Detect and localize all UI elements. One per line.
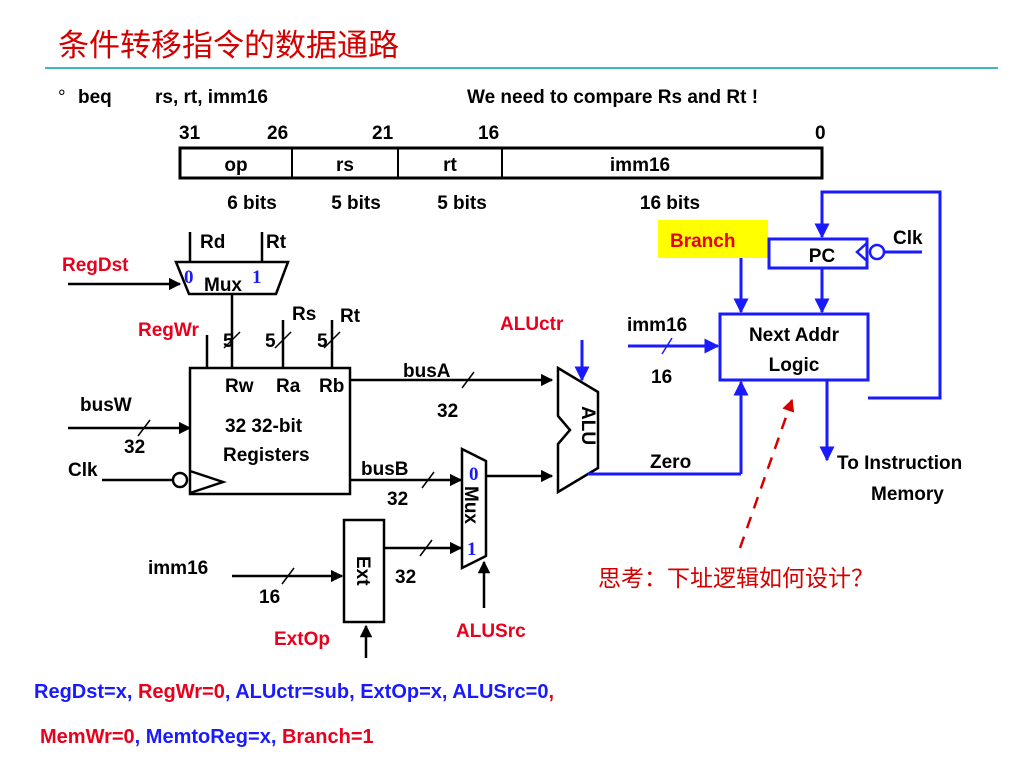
next-addr-line1: Next Addr (749, 325, 840, 346)
field-rs: rs (336, 155, 354, 176)
bit-position: 0 (815, 123, 826, 144)
field-op: op (224, 155, 247, 176)
alusrc-mux: 0 Mux 1 ALUSrc (456, 446, 526, 642)
pc-feedback-wire (814, 190, 942, 400)
control-part: RegDst=x, (34, 681, 138, 703)
bit-position: 26 (267, 123, 288, 144)
ext-body (342, 518, 386, 624)
width-rw: 5 (223, 331, 234, 352)
question-text: 思考：下址逻辑如何设计？ (598, 566, 874, 592)
port-rb: Rb (319, 376, 344, 397)
width-ra: 5 (265, 331, 276, 352)
mux-src-sel0: 0 (469, 464, 479, 485)
page-title: 条件转移指令的数据通路 (58, 28, 399, 64)
alu-label: ALU (577, 406, 598, 445)
busa-label: busA (403, 361, 451, 382)
port-rw: Rw (225, 376, 254, 397)
ext-label: Ext (352, 556, 373, 586)
control-part: , (548, 681, 554, 703)
field-rs-width: 5 bits (331, 193, 381, 214)
bullet: ° (58, 87, 66, 108)
instruction-note: We need to compare Rs and Rt ! (467, 87, 758, 108)
regdst-signal: RegDst (62, 255, 129, 276)
next-addr-logic: Next Addr Logic (718, 312, 870, 382)
to-imem-line1: To Instruction (837, 453, 962, 474)
extender: Ext 32 imm16 16 ExtOp (148, 518, 463, 658)
instruction-format: 31 26 21 16 0 op rs rt imm16 6 bits 5 bi… (178, 123, 826, 214)
ext-out-width: 32 (395, 567, 416, 588)
regfile-label-line1: 32 32-bit (225, 416, 303, 437)
control-summary-line1: RegDst=x, RegWr=0, ALUctr=sub, ExtOp=x, … (34, 681, 554, 703)
bit-position: 16 (478, 123, 499, 144)
alu: ALU ALUctr (500, 314, 600, 495)
port-ra: Ra (276, 376, 301, 397)
instruction-operands: rs, rt, imm16 (155, 87, 268, 108)
pc-register: PC Clk (767, 228, 923, 270)
pc-body (767, 237, 869, 270)
control-summary-line2: MemWr=0, MemtoReg=x, Branch=1 (40, 726, 374, 748)
field-rt: rt (443, 155, 457, 176)
pc-label: PC (809, 246, 836, 267)
next-addr-body (718, 312, 870, 382)
control-part: , ALUctr=sub, ExtOp=x, ALUSrc=0 (225, 681, 549, 703)
busw-label: busW (80, 395, 132, 416)
question-arrow (738, 398, 795, 549)
mux-dst-rt-label: Rt (266, 232, 287, 253)
bit-position: 31 (179, 123, 201, 144)
field-imm16: imm16 (610, 155, 670, 176)
control-part: RegWr=0 (138, 681, 225, 703)
regdst-mux-body (174, 260, 290, 296)
instruction-mnemonic: beq (78, 87, 112, 108)
busb-width: 32 (387, 489, 408, 510)
imm16-ext-label: imm16 (148, 558, 208, 579)
field-imm16-width: 16 bits (640, 193, 700, 214)
busa-width: 32 (437, 401, 458, 422)
mux-dst-sel0: 0 (184, 267, 194, 288)
next-addr-line2: Logic (769, 355, 820, 376)
imm16-ext-width: 16 (259, 587, 280, 608)
control-part: , MemtoReg=x, (135, 726, 282, 748)
register-file-body (188, 366, 352, 496)
mux-dst-label: Mux (204, 275, 242, 296)
field-op-width: 6 bits (227, 193, 277, 214)
bit-position: 21 (372, 123, 394, 144)
regfile-rt-input: Rt (340, 306, 361, 327)
regdst-mux: Rd Rt 0 Mux 1 RegDst (62, 232, 290, 296)
field-rt-width: 5 bits (437, 193, 487, 214)
regfile-label-line2: Registers (223, 445, 310, 466)
regwr-signal: RegWr (138, 320, 199, 341)
control-part: Branch=1 (282, 726, 374, 748)
zero-label: Zero (650, 452, 691, 473)
mux-src-sel1: 1 (467, 539, 477, 560)
width-rb: 5 (317, 331, 328, 352)
mux-dst-sel1: 1 (252, 267, 262, 288)
branch-highlight (658, 220, 768, 258)
control-part: MemWr=0 (40, 726, 135, 748)
busb-label: busB (361, 459, 409, 480)
alu-body (556, 365, 600, 495)
pc-clk-label: Clk (893, 228, 923, 249)
imm16-na-width: 16 (651, 367, 672, 388)
aluctr-signal: ALUctr (500, 314, 564, 335)
pc-clk-bubble (868, 243, 886, 261)
alusrc-mux-body (460, 446, 488, 571)
imm16-na-label: imm16 (627, 315, 687, 336)
regfile-rs-input: Rs (292, 304, 316, 325)
branch-signal: Branch (670, 231, 735, 252)
clk-label: Clk (68, 460, 98, 481)
mux-src-label: Mux (460, 486, 481, 524)
extop-signal: ExtOp (274, 629, 330, 650)
busw-width: 32 (124, 437, 145, 458)
mux-dst-rd-label: Rd (200, 232, 225, 253)
to-imem-line2: Memory (871, 484, 944, 505)
register-file: RegWr 5 5 5 Rs Rt Rw Ra Rb 32 32-bit Reg… (68, 294, 361, 496)
clk-bubble (171, 471, 189, 489)
alusrc-signal: ALUSrc (456, 621, 526, 642)
